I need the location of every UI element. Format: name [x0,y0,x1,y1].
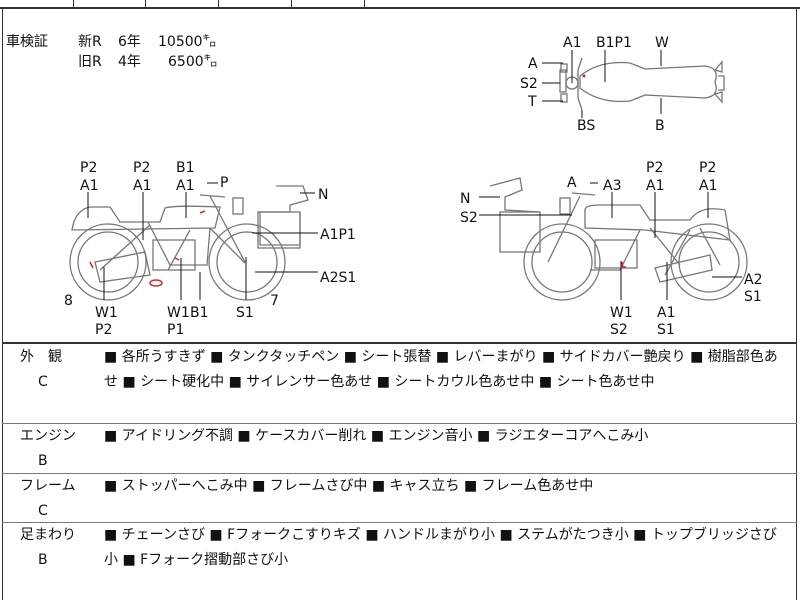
damage-label: P2 [699,160,716,176]
row-category: フレーム [20,478,76,494]
damage-label: S1 [744,289,762,305]
old-km: 6500㌔ [168,54,218,70]
top-view-motorcycle [542,50,725,118]
row-grade: C [38,374,48,390]
top-table-cell [146,0,219,8]
divider [2,423,797,424]
damage-label: P [220,175,228,191]
border [2,8,3,600]
top-table-cell [292,0,365,8]
top-table-cell [73,0,146,8]
row-grade: C [38,503,48,519]
shaken-label: 車検証 [6,34,48,50]
damage-label: A [567,175,577,191]
damage-label: BS [577,118,595,134]
border [796,8,797,600]
old-years: 4年 [118,54,141,70]
damage-label: W1 [95,305,118,321]
damage-label: S1 [236,305,254,321]
damage-label: P2 [95,322,112,338]
damage-diagram: A1 B1P1 W A S2 T BS B P2 A1 P2 A1 B1 A1 … [64,35,762,338]
damage-label: A2 [744,272,762,288]
damage-label: W [655,35,669,51]
row-notes: ■ ストッパーへこみ中 ■ フレームさび中 ■ キャス立ち ■ フレーム色あせ中 [104,478,594,494]
divider [2,342,797,344]
new-km: 10500㌔ [158,34,217,50]
row-category: 足まわり [20,527,76,543]
damage-label: A1P1 [320,227,356,243]
row-notes: ■ チェーンさび ■ Fフォークこすりキズ ■ ハンドルまがり小 ■ ステムがた… [104,527,777,568]
damage-label: A1 [563,35,581,51]
damage-label: P1 [167,322,184,338]
row-category: エンジン [20,428,76,444]
damage-label: A1 [657,305,675,321]
row-grade: B [38,552,48,568]
damage-label: P2 [133,160,150,176]
damage-label: S1 [657,322,675,338]
divider [0,7,800,9]
new-years: 6年 [118,34,141,50]
row-notes: ■ アイドリング不調 ■ ケースカバー削れ ■ エンジン音小 ■ ラジエターコア… [104,428,649,444]
damage-label: A [528,56,538,72]
left-side-motorcycle [69,182,318,301]
damage-label: B1P1 [596,35,632,51]
damage-label: S2 [610,322,628,338]
damage-label: N [460,191,470,207]
damage-label: A1 [133,178,151,194]
damage-label: 7 [270,293,279,309]
row-category: 外 観 [20,349,62,365]
damage-label: W1 [167,305,190,321]
new-label: 新R [78,34,102,50]
damage-label: T [527,94,537,110]
damage-label: B1 [176,160,195,176]
damage-label: P2 [80,160,97,176]
divider [2,473,797,474]
right-side-motorcycle [479,177,748,301]
damage-label: 8 [64,293,73,309]
damage-label: A2S1 [320,270,356,286]
divider [2,522,797,523]
damage-label: N [318,187,328,203]
damage-label: W1 [610,305,633,321]
damage-label: B [655,118,665,134]
damage-label: A1 [176,178,194,194]
damage-label: S2 [520,76,538,92]
top-table-cell [0,0,74,8]
damage-label: P2 [646,160,663,176]
damage-label: A1 [80,178,98,194]
damage-label: A3 [603,178,621,194]
top-table-cell [219,0,292,8]
damage-label: A1 [699,178,717,194]
damage-label: S2 [460,210,478,226]
old-label: 旧R [78,54,102,70]
row-grade: B [38,453,48,469]
row-notes: ■ 各所うすきず ■ タンクタッチペン ■ シート張替 ■ レバーまがり ■ サ… [104,349,778,390]
damage-label: A1 [646,178,664,194]
damage-label: B1 [190,305,209,321]
